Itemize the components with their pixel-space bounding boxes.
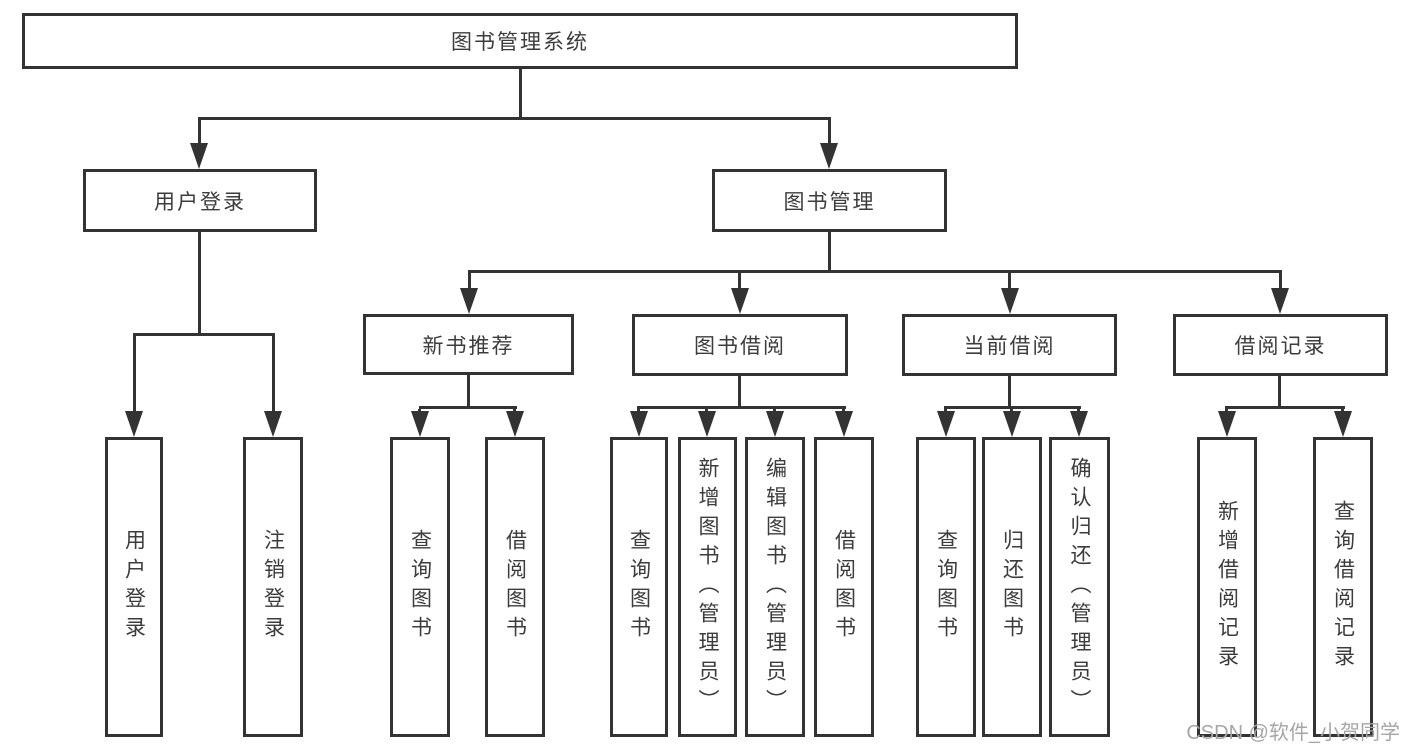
- connector-borrow-bar: [637, 406, 846, 409]
- arrow-book-management-shaft: [828, 120, 831, 145]
- leaf-add-borrow-record: 新增借阅记录: [1197, 437, 1257, 737]
- connector-user-login-bar: [133, 333, 275, 336]
- leaf-recommend-query-books: 查询图书: [390, 437, 450, 737]
- leaf-borrow-books: 借阅图书: [814, 437, 874, 737]
- arrow-borrow-edit-head: [766, 411, 784, 437]
- connector-recommend-bar: [419, 406, 517, 409]
- connector-records-stub: [1278, 375, 1281, 406]
- leaf-confirm-return-admin: 确认归还（管理员）: [1049, 437, 1110, 737]
- connector-current-stub: [1008, 376, 1011, 406]
- arrow-borrow-borrow-head: [835, 411, 853, 437]
- arrow-borrow-records-head: [1271, 288, 1289, 314]
- leaf-add-borrow-record-label: 新增借阅记录: [1215, 500, 1239, 674]
- connector-borrow-stub: [738, 376, 741, 406]
- arrow-borrow-add-head: [698, 411, 716, 437]
- leaf-add-books-admin: 新增图书（管理员）: [678, 437, 737, 737]
- node-user-login: 用户登录: [83, 169, 317, 232]
- leaf-logout: 注销登录: [243, 437, 303, 737]
- leaf-query-borrow-record-label: 查询借阅记录: [1331, 500, 1355, 674]
- arrow-borrow-records-shaft: [1279, 273, 1282, 290]
- arrow-book-borrow-shaft: [738, 273, 741, 290]
- node-new-book-recommend: 新书推荐: [363, 314, 574, 375]
- leaf-current-query-books-label: 查询图书: [934, 529, 958, 645]
- arrow-current-query-head: [937, 411, 955, 437]
- leaf-add-books-admin-label: 新增图书（管理员）: [696, 456, 719, 718]
- node-book-borrow: 图书借阅: [632, 314, 848, 376]
- node-borrow-records: 借阅记录: [1173, 314, 1388, 376]
- connector-current-bar: [944, 406, 1081, 409]
- arrow-user-login-shaft: [198, 120, 201, 145]
- arrow-records-add-head: [1218, 411, 1236, 437]
- arrow-borrow-query-head: [630, 411, 648, 437]
- leaf-recommend-query-books-label: 查询图书: [408, 529, 432, 645]
- connector-book-management-stub: [828, 232, 831, 270]
- leaf-return-books-label: 归还图书: [1000, 529, 1024, 645]
- leaf-edit-books-admin: 编辑图书（管理员）: [745, 437, 805, 737]
- connector-root-stub: [519, 69, 522, 117]
- connector-records-bar: [1225, 406, 1345, 409]
- leaf-borrow-query-books-label: 查询图书: [627, 529, 651, 645]
- arrow-book-management-head: [820, 143, 838, 169]
- arrow-current-return-head: [1003, 411, 1021, 437]
- connector-user-login-stub: [198, 232, 201, 333]
- connector-recommend-stub: [467, 375, 470, 406]
- arrow-leaf-user-login-shaft: [133, 336, 136, 413]
- arrow-new-book-recommend-head: [460, 288, 478, 314]
- leaf-borrow-books-label: 借阅图书: [832, 529, 856, 645]
- node-library-management-system: 图书管理系统: [22, 13, 1018, 69]
- node-book-management: 图书管理: [712, 169, 947, 232]
- arrow-recommend-query-head: [411, 411, 429, 437]
- connector-book-management-bar: [468, 270, 1282, 273]
- arrow-recommend-borrow-head: [506, 411, 524, 437]
- leaf-return-books: 归还图书: [982, 437, 1042, 737]
- leaf-recommend-borrow-books-label: 借阅图书: [503, 529, 527, 645]
- arrow-current-borrow-head: [1001, 288, 1019, 314]
- arrow-leaf-logout-shaft: [272, 336, 275, 413]
- arrow-records-query-head: [1334, 411, 1352, 437]
- leaf-query-borrow-record: 查询借阅记录: [1313, 437, 1373, 737]
- arrow-book-borrow-head: [731, 288, 749, 314]
- arrow-leaf-logout-head: [264, 411, 282, 437]
- leaf-confirm-return-admin-label: 确认归还（管理员）: [1068, 456, 1091, 718]
- arrow-leaf-user-login-head: [125, 411, 143, 437]
- arrow-current-borrow-shaft: [1008, 273, 1011, 290]
- arrow-user-login-head: [190, 143, 208, 169]
- leaf-user-login: 用户登录: [105, 437, 163, 737]
- leaf-logout-label: 注销登录: [261, 529, 285, 645]
- leaf-current-query-books: 查询图书: [916, 437, 976, 737]
- leaf-user-login-label: 用户登录: [122, 529, 146, 645]
- leaf-edit-books-admin-label: 编辑图书（管理员）: [763, 456, 787, 718]
- arrow-new-book-recommend-shaft: [468, 273, 471, 290]
- csdn-watermark: CSDN @软件_小贺同学: [1186, 722, 1400, 744]
- leaf-recommend-borrow-books: 借阅图书: [485, 437, 545, 737]
- node-current-borrow: 当前借阅: [902, 314, 1117, 376]
- connector-root-bar: [198, 117, 831, 120]
- leaf-borrow-query-books: 查询图书: [610, 437, 668, 737]
- arrow-current-confirm-head: [1070, 411, 1088, 437]
